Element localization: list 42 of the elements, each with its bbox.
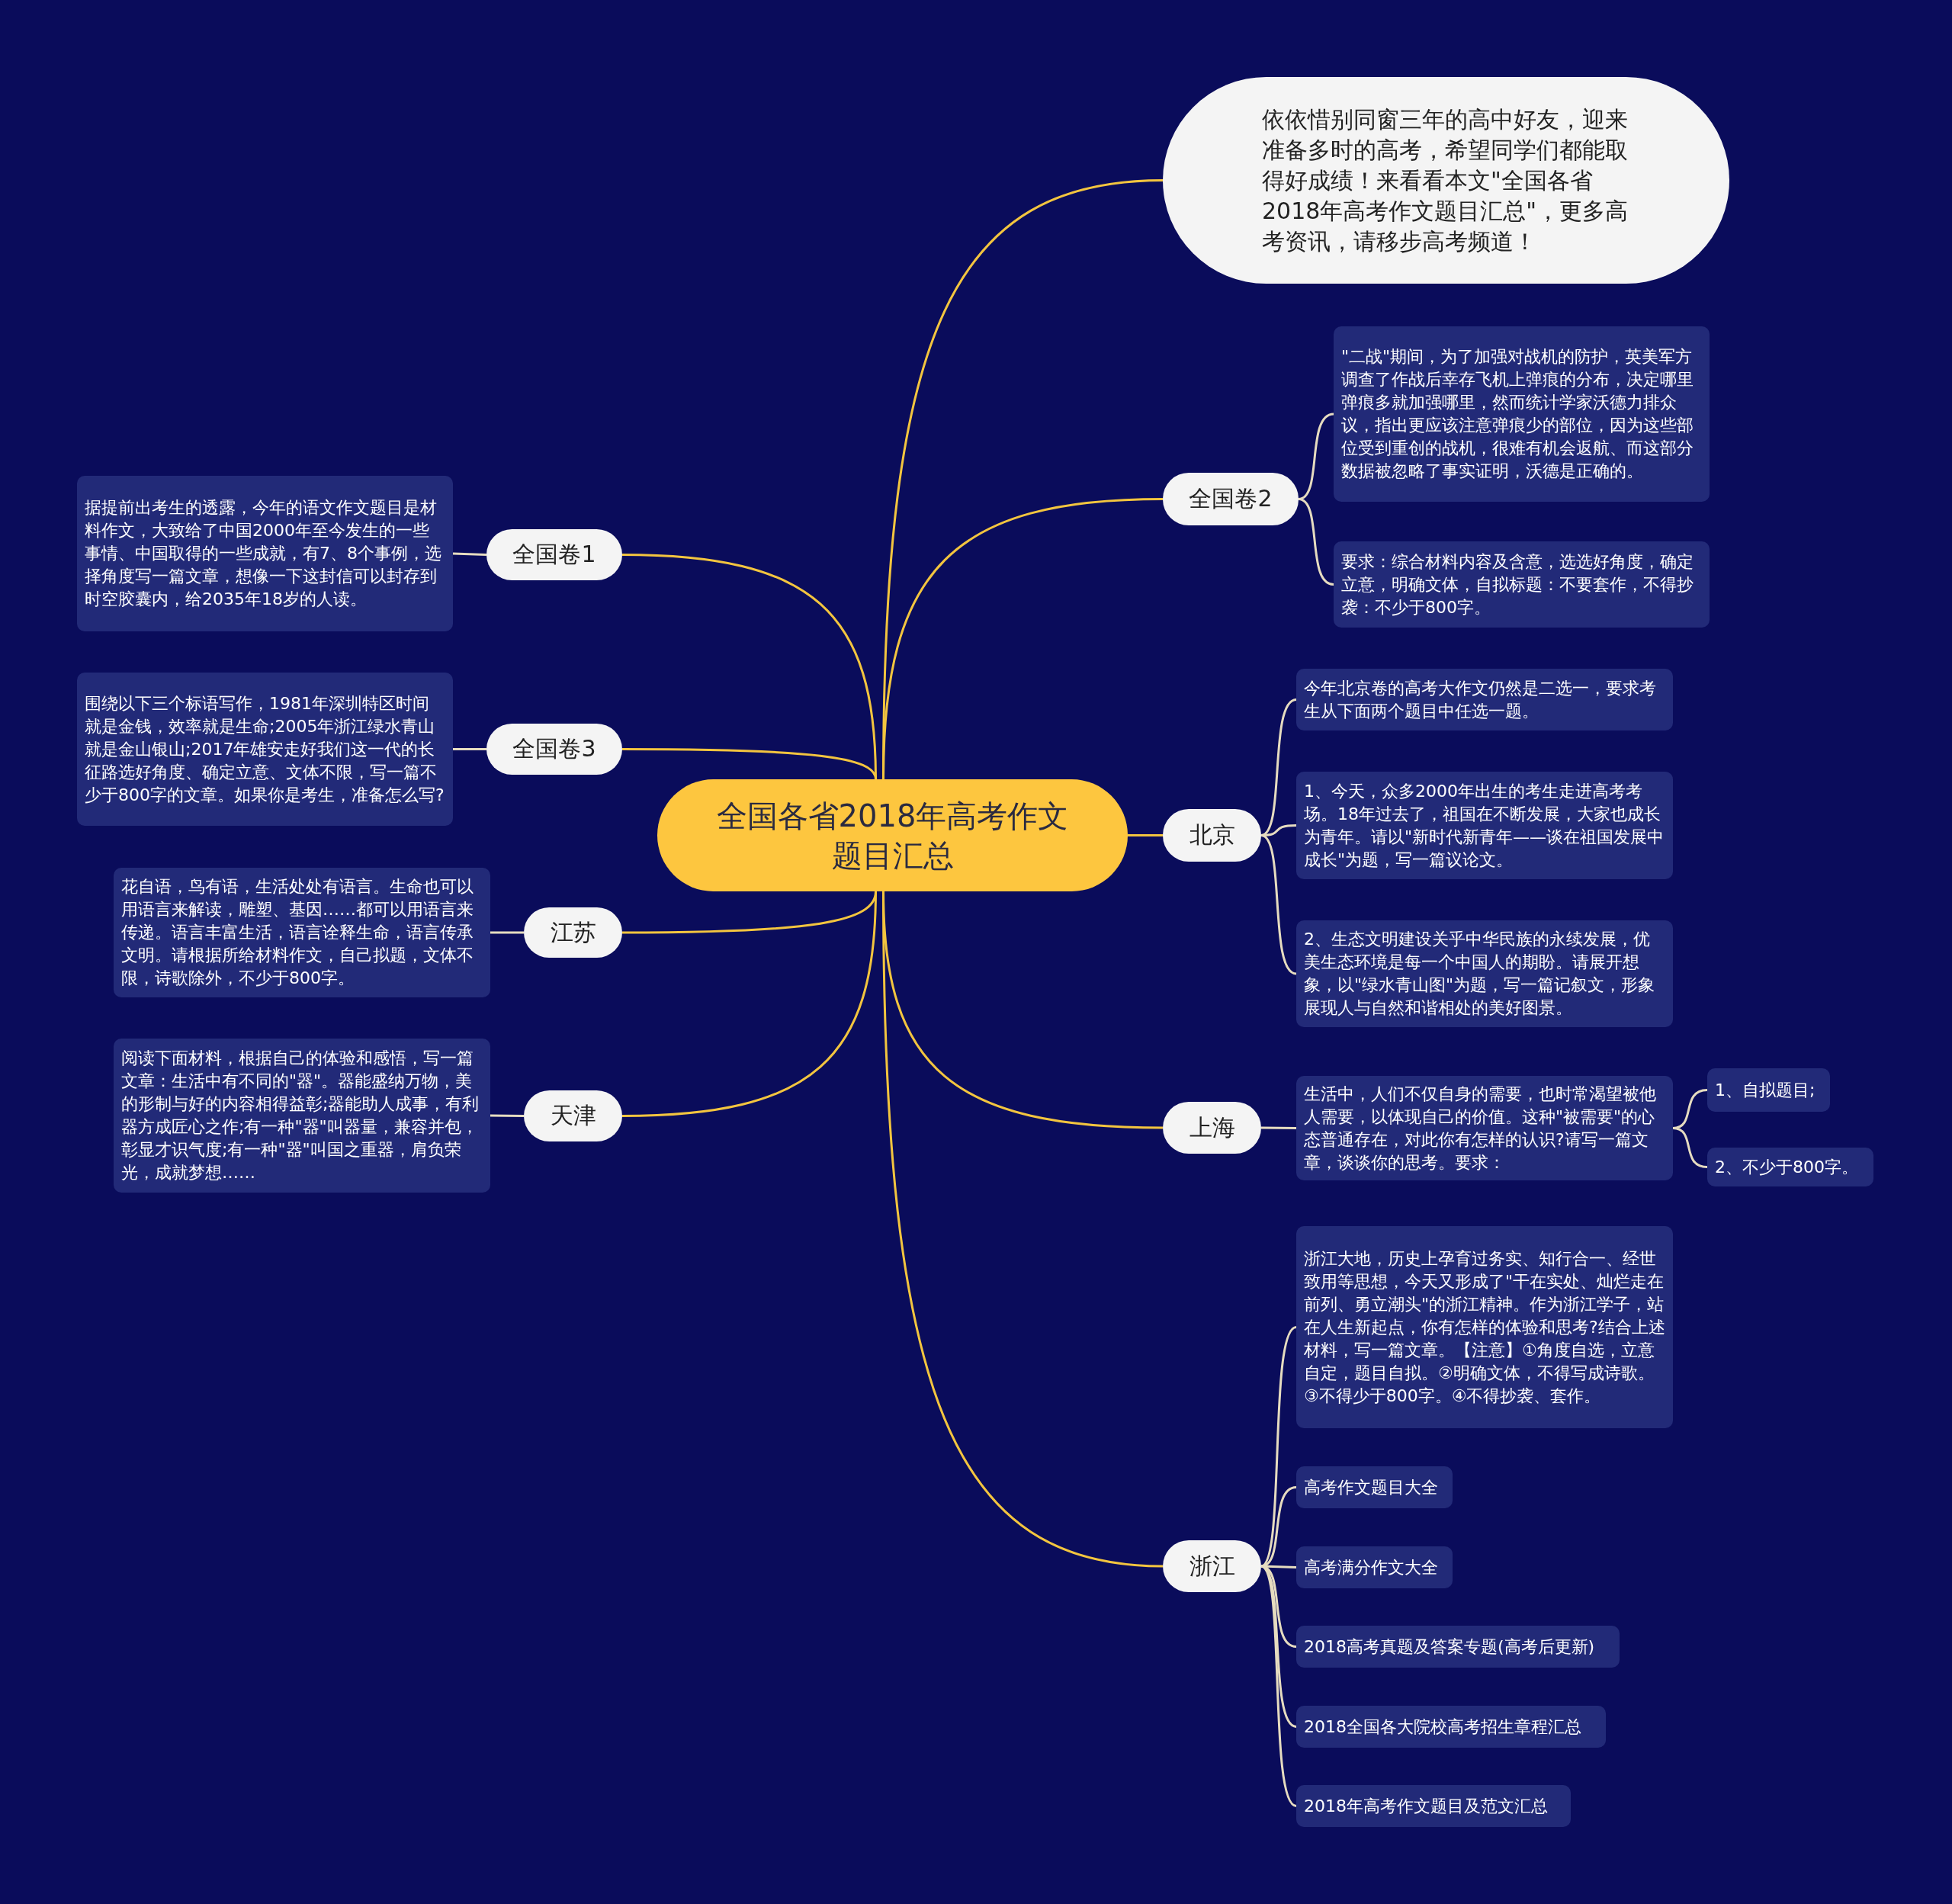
topic-pill: 天津 (524, 1090, 622, 1141)
text-card: 今年北京卷的高考大作文仍然是二选一，要求考生从下面两个题目中任选一题。 (1296, 669, 1673, 730)
topic-pill: 北京 (1163, 809, 1261, 862)
connector-line (1260, 698, 1297, 836)
text-card: 阅读下面材料，根据自己的体验和感悟，写一篇文章：生活中有不同的"器"。器能盛纳万物，美的形制与好的内容相得益彰;器能助人成事，有利器方成匠心之作;有一种"器"叫器量，兼容并包，彰显才识气度;有一种"器"叫国之重器，肩负荣光，成就梦想…… (114, 1039, 490, 1193)
text-card: 要求：综合材料内容及含意，选选好角度，确定立意，明确文体，自拟标题：不要套作，不得抄袭：不少于800字。 (1334, 541, 1710, 628)
connector-line (1260, 1486, 1297, 1568)
topic-pill: 江苏 (524, 907, 622, 958)
text-card: 2018年高考作文题目及范文汇总 (1296, 1785, 1571, 1827)
topic-pill: 全国卷3 (486, 724, 622, 775)
topic-pill: 全国卷1 (486, 529, 622, 580)
text-card: 高考作文题目大全 (1296, 1466, 1453, 1508)
connector-line (621, 891, 877, 1117)
connector-line (490, 1114, 524, 1117)
topic-pill: 上海 (1163, 1102, 1261, 1154)
text-card: 高考满分作文大全 (1296, 1546, 1453, 1588)
connector-line (882, 891, 1164, 1568)
text-card: 花自语，鸟有语，生活处处有语言。生命也可以用语言来解读，雕塑、基因……都可以用语言来传递。语言丰富生活，语言诠释生命，语言传承文明。请根据所给材料作文，自己拟题，文体不限，诗歌除外，不少于800字。 (114, 868, 490, 997)
central-topic: 全国各省2018年高考作文题目汇总 (657, 779, 1128, 891)
text-card: 2、生态文明建设关乎中华民族的永续发展，优美生态环境是每一个中国人的期盼。请展开想象，以"绿水青山图"为题，写一篇记叙文，形象展现人与自然和谐相处的美好图景。 (1296, 920, 1673, 1027)
connector-line (452, 552, 487, 556)
text-card: 据提前出考生的透露，今年的语文作文题目是材料作文，大致给了中国2000年至今发生的一些事情、中国取得的一些成就，有7、8个事例，选择角度写一篇文章，想像一下这封信可以封存到时空胶囊内，给2035年18岁的人读。 (77, 476, 453, 631)
text-card: 2018高考真题及答案专题(高考后更新) (1296, 1626, 1620, 1668)
connector-line (1298, 498, 1334, 586)
connector-line (453, 748, 486, 750)
text-card: 2018全国各大院校高考招生章程汇总 (1296, 1706, 1606, 1748)
text-card: 2、不少于800字。 (1707, 1148, 1873, 1186)
topic-pill: 浙江 (1163, 1540, 1261, 1592)
connector-line (1672, 1127, 1708, 1168)
text-card: 1、自拟题目; (1707, 1068, 1830, 1112)
connector-line (1128, 834, 1163, 836)
text-card: 围绕以下三个标语写作，1981年深圳特区时间就是金钱，效率就是生命;2005年浙江绿水青山就是金山银山;2017年雄安走好我们这一代的长征路选好角度、确定立意、文体不限，写一篇不少于800字的文章。如果你是考生，准备怎么写? (77, 673, 453, 826)
text-card: 浙江大地，历史上孕育过务实、知行合一、经世致用等思想，今天又形成了"干在实处、灿烂走在前列、勇立潮头"的浙江精神。作为浙江学子，站在人生新起点，你有怎样的体验和思考?结合上述材料，写一篇文章。【注意】①角度自选，立意自定，题目自拟。②明确文体，不得写成诗歌。③不得少于800字。④不得抄袭、套作。 (1296, 1226, 1673, 1428)
connector-line (1260, 834, 1297, 975)
topic-pill: 全国卷2 (1163, 473, 1299, 525)
connector-line (1261, 1126, 1296, 1129)
text-card: 生活中，人们不仅自身的需要，也时常渴望被他人需要，以体现自己的价值。这种"被需要"的心态普通存在，对此你有怎样的认识?请写一篇文章，谈谈你的思考。要求： (1296, 1076, 1673, 1180)
intro-bubble: 依依惜别同窗三年的高中好友，迎来准备多时的高考，希望同学们都能取得好成绩！来看看本文"全国各省2018年高考作文题目汇总"，更多高考资讯，请移步高考频道！ (1163, 77, 1729, 284)
text-card: 1、今天，众多2000年出生的考生走进高考考场。18年过去了，祖国在不断发展，大家也成长为青年。请以"新时代新青年——谈在祖国发展中成长"为题，写一篇议论文。 (1296, 772, 1673, 879)
connector-line (490, 931, 524, 934)
connector-line (622, 748, 877, 780)
text-card: "二战"期间，为了加强对战机的防护，英美军方调查了作战后幸存飞机上弹痕的分布，决定哪里弹痕多就加强哪里，然而统计学家沃德力排众议，指出更应该注意弹痕少的部位，因为这些部位受到重创的战机，很难有机会返航、而这部分数据被忽略了事实证明，沃德是正确的。 (1334, 326, 1710, 502)
